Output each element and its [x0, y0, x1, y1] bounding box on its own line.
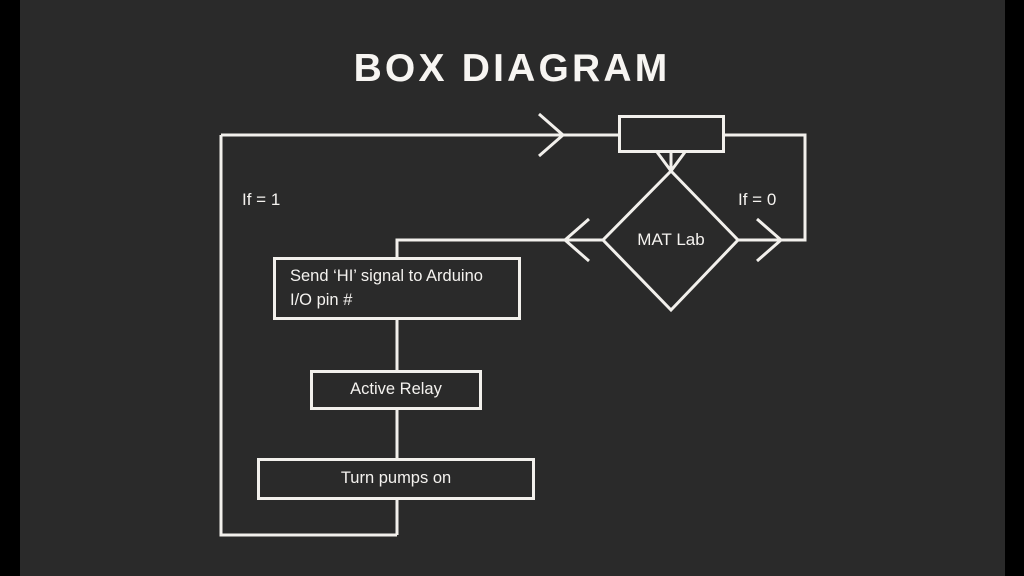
arrowhead-left — [562, 217, 590, 263]
edge-loop-return — [219, 135, 397, 537]
edge-decision-left — [395, 238, 603, 257]
node-send-hi-text: Send ‘HI’ signal to Arduino I/O pin # — [290, 265, 483, 313]
arrowhead-top-right — [538, 112, 566, 158]
node-turn-pumps-on-label: Turn pumps on — [340, 469, 452, 488]
node-turn-pumps-on[interactable]: Turn pumps on — [257, 458, 535, 500]
arrowhead-right — [756, 217, 784, 263]
page-title: BOX DIAGRAM — [353, 47, 671, 90]
edge-label-if-one: If = 1 — [242, 190, 281, 209]
decision-diamond — [600, 168, 741, 313]
node-active-relay[interactable]: Active Relay — [310, 370, 482, 410]
node-start-box[interactable] — [618, 115, 725, 153]
edge-label-if-zero: If = 0 — [738, 190, 777, 209]
node-send-hi-line1: Send ‘HI’ signal to Arduino — [290, 266, 483, 285]
letterbox-right — [1005, 0, 1024, 576]
edge-decision-right — [724, 133, 807, 242]
slide-canvas — [20, 0, 1005, 576]
node-decision-label: MAT Lab — [637, 230, 705, 249]
node-active-relay-label: Active Relay — [350, 380, 442, 399]
node-send-hi-line2: I/O pin # — [290, 290, 353, 309]
node-send-hi[interactable]: Send ‘HI’ signal to Arduino I/O pin # — [273, 257, 521, 320]
letterbox-left — [0, 0, 20, 576]
